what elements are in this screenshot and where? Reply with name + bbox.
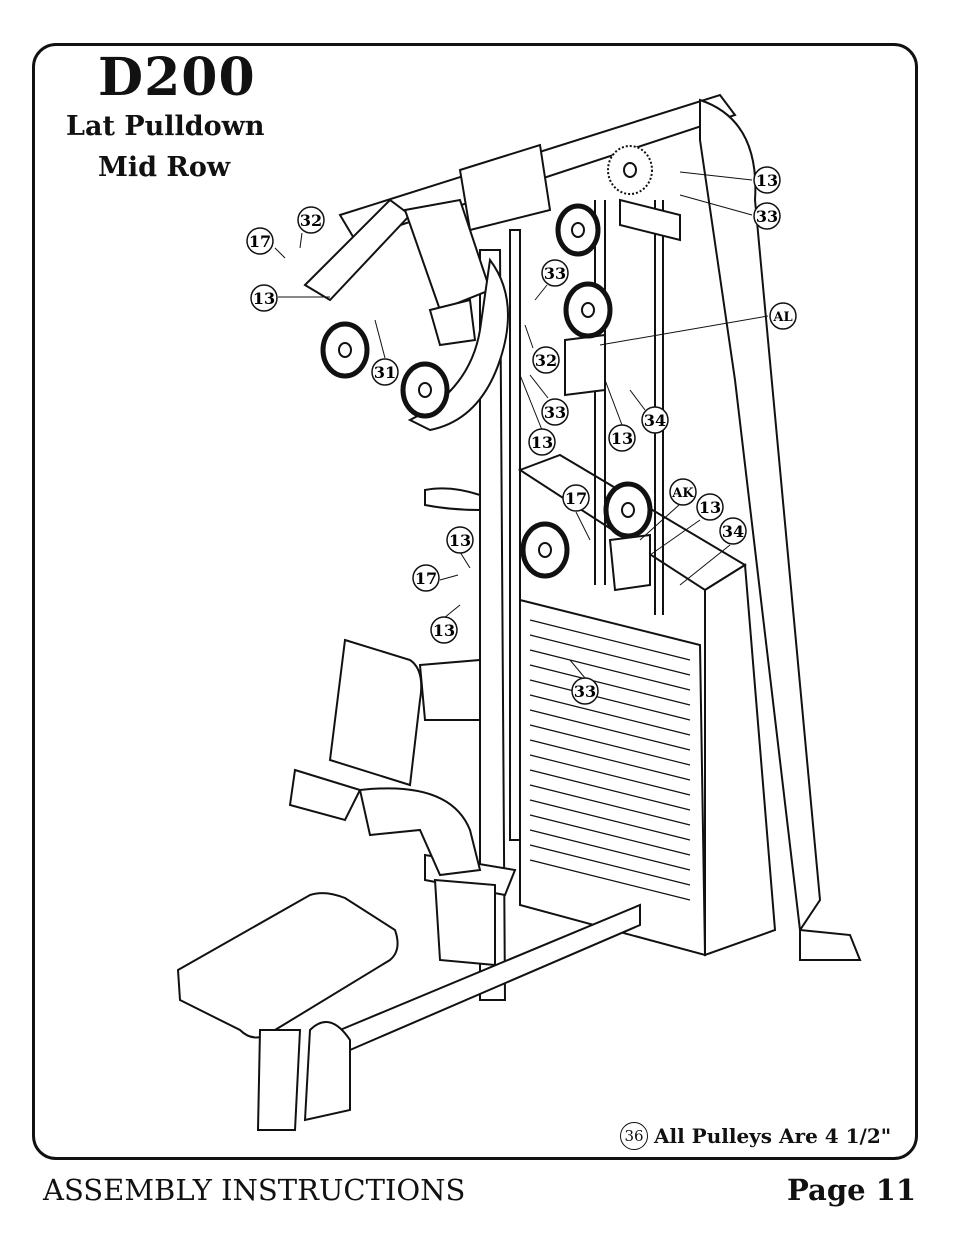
svg-text:33: 33 — [544, 403, 566, 422]
svg-text:32: 32 — [535, 351, 557, 370]
pulley-5 — [603, 481, 653, 539]
callout-bubble: 32 — [532, 346, 560, 374]
callout-bubble: 33 — [571, 677, 599, 705]
pulleys — [320, 145, 653, 579]
pulley-1 — [320, 321, 370, 379]
svg-text:13: 13 — [253, 289, 275, 308]
callout-bubble: 33 — [753, 202, 781, 230]
callout-bubble: 13 — [696, 493, 724, 521]
pulley-6 — [520, 521, 570, 579]
note-number-circle: 36 — [620, 1122, 648, 1150]
callout-bubble: 17 — [246, 227, 274, 255]
svg-text:AL: AL — [772, 310, 792, 325]
pulley-size-note: 36 All Pulleys Are 4 1/2" — [620, 1122, 891, 1150]
footer-page-number: Page 11 — [787, 1173, 916, 1207]
callouts: 13 33 32 17 13 33 AL 31 32 33 13 13 34 1… — [246, 166, 797, 705]
note-text: All Pulleys Are 4 1/2" — [654, 1124, 892, 1148]
svg-text:31: 31 — [374, 363, 396, 382]
pulley-3 — [555, 203, 601, 257]
callout-bubble: 33 — [541, 398, 569, 426]
callout-bubble: 31 — [371, 358, 399, 386]
callout-bubble: 33 — [541, 259, 569, 287]
page-frame — [32, 43, 918, 1160]
svg-text:13: 13 — [699, 498, 721, 517]
callout-bubble: 13 — [753, 166, 781, 194]
svg-text:13: 13 — [756, 171, 778, 190]
subtitle-line-2: Mid Row — [98, 152, 231, 183]
callout-bubble: 34 — [719, 517, 747, 545]
pulley-7 — [607, 145, 653, 195]
footer-section-title: ASSEMBLY INSTRUCTIONS — [43, 1173, 466, 1207]
leader-lines — [274, 171, 769, 679]
pulley-4 — [563, 281, 613, 339]
svg-text:AK: AK — [671, 486, 694, 501]
subtitle-line-1: Lat Pulldown — [66, 111, 265, 142]
pulley-2 — [400, 361, 450, 419]
callout-bubble: 13 — [528, 428, 556, 456]
model-title: D200 — [98, 47, 256, 108]
callout-bubble: 13 — [608, 424, 636, 452]
callout-bubble: 13 — [430, 616, 458, 644]
svg-text:13: 13 — [433, 621, 455, 640]
svg-text:17: 17 — [565, 489, 587, 508]
callout-bubble: 17 — [562, 484, 590, 512]
svg-text:34: 34 — [722, 522, 744, 541]
callout-bubble: 34 — [641, 406, 669, 434]
svg-text:33: 33 — [756, 207, 778, 226]
callout-bubble: 32 — [297, 206, 325, 234]
svg-text:17: 17 — [249, 232, 271, 251]
svg-text:33: 33 — [574, 682, 596, 701]
svg-text:13: 13 — [531, 433, 553, 452]
svg-text:33: 33 — [544, 264, 566, 283]
svg-text:13: 13 — [449, 531, 471, 550]
callout-bubble: 13 — [250, 284, 278, 312]
callout-bubble: 17 — [412, 564, 440, 592]
svg-text:32: 32 — [300, 211, 322, 230]
machine-frame-lines — [176, 93, 862, 1131]
callout-bubble: AK — [669, 478, 697, 506]
svg-text:17: 17 — [415, 569, 437, 588]
svg-text:34: 34 — [644, 411, 666, 430]
svg-text:13: 13 — [611, 429, 633, 448]
callout-bubble: AL — [769, 302, 797, 330]
callout-bubble: 13 — [446, 526, 474, 554]
